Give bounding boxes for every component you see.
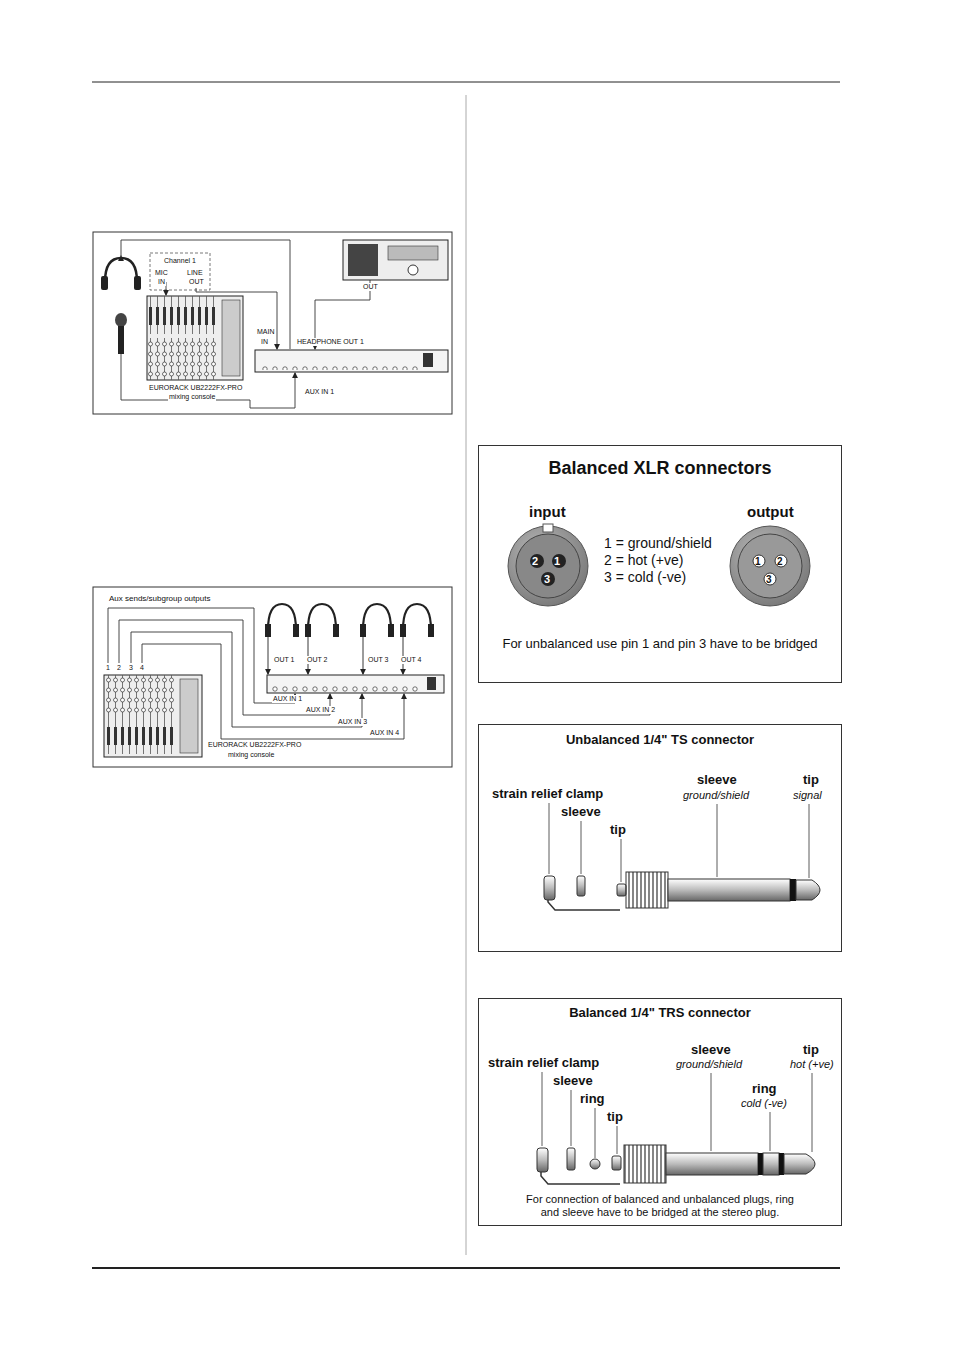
panel-note: For connection of balanced and unbalance… — [519, 1193, 801, 1219]
wiring-label: OUT 3 — [367, 656, 390, 664]
wiring-label: Aux sends/subgroup outputs — [108, 595, 211, 604]
wiring-label: OUT 4 — [400, 656, 423, 664]
panel-title: Balanced XLR connectors — [479, 458, 841, 480]
part-name: sleeve — [691, 1043, 731, 1057]
wiring-label: OUT 2 — [306, 656, 329, 664]
pin-number: 1 — [554, 555, 560, 567]
wiring-label: OUT — [188, 278, 205, 286]
wiring-label: mixing console — [168, 393, 216, 401]
wiring-label: OUT — [362, 283, 379, 291]
wiring-label: 2 — [116, 664, 122, 672]
wiring-label: AUX IN 3 — [337, 718, 368, 726]
wiring-label: EURORACK UB2222FX-PRO — [148, 384, 243, 392]
wiring-label: LINE — [186, 269, 204, 277]
part-name: ground/shield — [676, 1058, 742, 1070]
connector-panel: Unbalanced 1/4" TS connector — [478, 724, 842, 952]
pin-number: 1 — [755, 556, 761, 567]
wiring-label: AUX IN 1 — [272, 695, 303, 703]
wiring-label: HEADPHONE OUT 1 — [296, 338, 365, 346]
connector-panel: Balanced 1/4" TRS connectorFor connectio… — [478, 998, 842, 1226]
part-name: ground/shield — [683, 789, 749, 801]
connector-side: input — [529, 504, 566, 521]
part-name: tip — [803, 773, 819, 787]
wiring-label: OUT 1 — [273, 656, 296, 664]
panel-note: For unbalanced use pin 1 and pin 3 have … — [479, 636, 841, 652]
wiring-label: AUX IN 4 — [369, 729, 400, 737]
part-name: tip — [607, 1110, 623, 1124]
pin-legend: 1 = ground/shield — [604, 536, 712, 551]
pin-legend: 3 = cold (-ve) — [604, 570, 686, 585]
wiring-label: mixing console — [227, 751, 275, 759]
pin-legend: 2 = hot (+ve) — [604, 553, 683, 568]
panel-title: Balanced 1/4" TRS connector — [479, 1005, 841, 1021]
part-name: ring — [752, 1082, 777, 1096]
wiring-label: 4 — [139, 664, 145, 672]
part-name: tip — [610, 823, 626, 837]
part-name: sleeve — [697, 773, 737, 787]
wiring-label: 1 — [105, 664, 111, 672]
wiring-label: Channel 1 — [163, 257, 197, 265]
part-name: sleeve — [561, 805, 601, 819]
wiring-label: MIC — [154, 269, 169, 277]
wiring-label: IN — [260, 338, 269, 346]
part-name: tip — [803, 1043, 819, 1057]
panel-title: Unbalanced 1/4" TS connector — [479, 732, 841, 748]
wiring-label: MAIN — [256, 328, 276, 336]
pin-number: 3 — [544, 573, 550, 585]
part-name: strain relief clamp — [492, 787, 603, 801]
wiring-label: EURORACK UB2222FX-PRO — [207, 741, 302, 749]
part-name: strain relief clamp — [488, 1056, 599, 1070]
wiring-label: AUX IN 2 — [305, 706, 336, 714]
part-name: sleeve — [553, 1074, 593, 1088]
pin-number: 2 — [532, 555, 538, 567]
connector-side: output — [747, 504, 794, 521]
part-name: ring — [580, 1092, 605, 1106]
wiring-label: 3 — [128, 664, 134, 672]
wiring-label: IN — [157, 278, 166, 286]
part-name: signal — [793, 789, 822, 801]
part-name: cold (-ve) — [741, 1097, 787, 1109]
part-name: hot (+ve) — [790, 1058, 834, 1070]
pin-number: 2 — [777, 556, 783, 567]
wiring-label: AUX IN 1 — [304, 388, 335, 396]
pin-number: 3 — [766, 574, 772, 585]
